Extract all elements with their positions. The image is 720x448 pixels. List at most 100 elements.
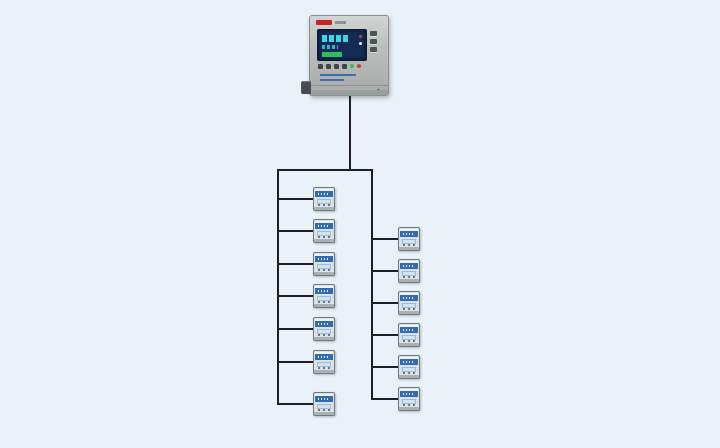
side-button	[370, 31, 377, 36]
controller-display	[317, 29, 367, 61]
detector-module-right-6	[398, 387, 420, 411]
module-base	[399, 343, 419, 346]
wire-branch-left-1	[278, 198, 313, 200]
module-base	[314, 337, 334, 340]
module-base	[399, 279, 419, 282]
module-display	[402, 367, 416, 372]
wire-controller-drop	[349, 96, 351, 170]
module-base	[399, 375, 419, 378]
module-display	[402, 399, 416, 404]
power-led-icon	[359, 42, 362, 45]
wire-branch-right-4	[372, 334, 398, 336]
module-label-band	[400, 391, 418, 397]
wire-branch-left-4	[278, 295, 313, 297]
module-base	[314, 304, 334, 307]
module-label-band	[400, 231, 418, 237]
module-top	[315, 189, 333, 191]
module-top	[315, 352, 333, 354]
wire-header	[277, 169, 373, 171]
module-top	[400, 293, 418, 295]
module-label-mark	[403, 297, 415, 299]
brand-logo-mark	[316, 20, 346, 25]
module-top	[315, 254, 333, 256]
module-terminals	[318, 236, 330, 238]
module-label-mark	[403, 393, 415, 395]
module-label-mark	[318, 290, 330, 292]
module-base	[399, 247, 419, 250]
module-terminals	[318, 409, 330, 411]
wire-branch-right-1	[372, 238, 398, 240]
module-label-band	[400, 359, 418, 365]
module-label-mark	[403, 265, 415, 267]
controller-side-buttons	[370, 31, 377, 55]
detector-module-right-2	[398, 259, 420, 283]
module-terminals	[403, 276, 415, 278]
module-base	[314, 272, 334, 275]
module-label-mark	[403, 361, 415, 363]
module-terminals	[318, 334, 330, 336]
detector-module-right-1	[398, 227, 420, 251]
detector-module-left-5	[313, 317, 335, 341]
wire-branch-right-2	[372, 270, 398, 272]
controller-unit	[301, 15, 389, 96]
module-terminals	[318, 269, 330, 271]
module-display	[402, 239, 416, 244]
panel-button	[334, 63, 339, 69]
module-label-band	[315, 354, 333, 360]
module-label-mark	[318, 323, 330, 325]
controller-base	[310, 90, 388, 95]
detector-module-right-5	[398, 355, 420, 379]
module-display	[402, 303, 416, 308]
module-terminals	[318, 204, 330, 206]
module-label-band	[315, 396, 333, 402]
wire-left-bus	[277, 170, 279, 405]
module-label-band	[400, 295, 418, 301]
wire-branch-left-5	[278, 328, 313, 330]
module-terminals	[403, 244, 415, 246]
module-top	[400, 389, 418, 391]
side-button	[370, 39, 377, 44]
module-label-band	[315, 191, 333, 197]
module-top	[400, 229, 418, 231]
panel-button	[326, 63, 331, 69]
detector-module-left-6	[313, 350, 335, 374]
module-label-mark	[318, 193, 330, 195]
module-label-mark	[403, 329, 415, 331]
module-label-mark	[318, 258, 330, 260]
module-label-band	[315, 321, 333, 327]
module-label-band	[315, 223, 333, 229]
module-top	[315, 394, 333, 396]
module-top	[315, 319, 333, 321]
module-base	[399, 407, 419, 410]
wire-branch-left-7	[278, 403, 313, 405]
display-digits	[322, 35, 348, 42]
module-top	[400, 261, 418, 263]
wire-branch-left-2	[278, 230, 313, 232]
module-base	[314, 412, 334, 415]
module-base	[399, 311, 419, 314]
controller-button-row	[318, 63, 361, 69]
module-top	[315, 221, 333, 223]
module-label-mark	[318, 398, 330, 400]
module-base	[314, 370, 334, 373]
display-status-bar	[322, 52, 342, 57]
module-label-mark	[318, 356, 330, 358]
detector-module-left-7	[313, 392, 335, 416]
wire-branch-left-6	[278, 361, 313, 363]
wire-branch-right-3	[372, 302, 398, 304]
module-terminals	[403, 404, 415, 406]
detector-module-right-3	[398, 291, 420, 315]
module-display	[402, 335, 416, 340]
controller-label-mark	[320, 74, 356, 76]
module-label-band	[400, 263, 418, 269]
module-display	[317, 362, 331, 367]
alarm-led-icon	[359, 35, 362, 38]
module-top	[315, 286, 333, 288]
module-terminals	[318, 301, 330, 303]
module-base	[314, 207, 334, 210]
panel-button	[342, 63, 347, 69]
side-button	[370, 47, 377, 52]
module-label-band	[315, 256, 333, 262]
module-display	[317, 264, 331, 269]
